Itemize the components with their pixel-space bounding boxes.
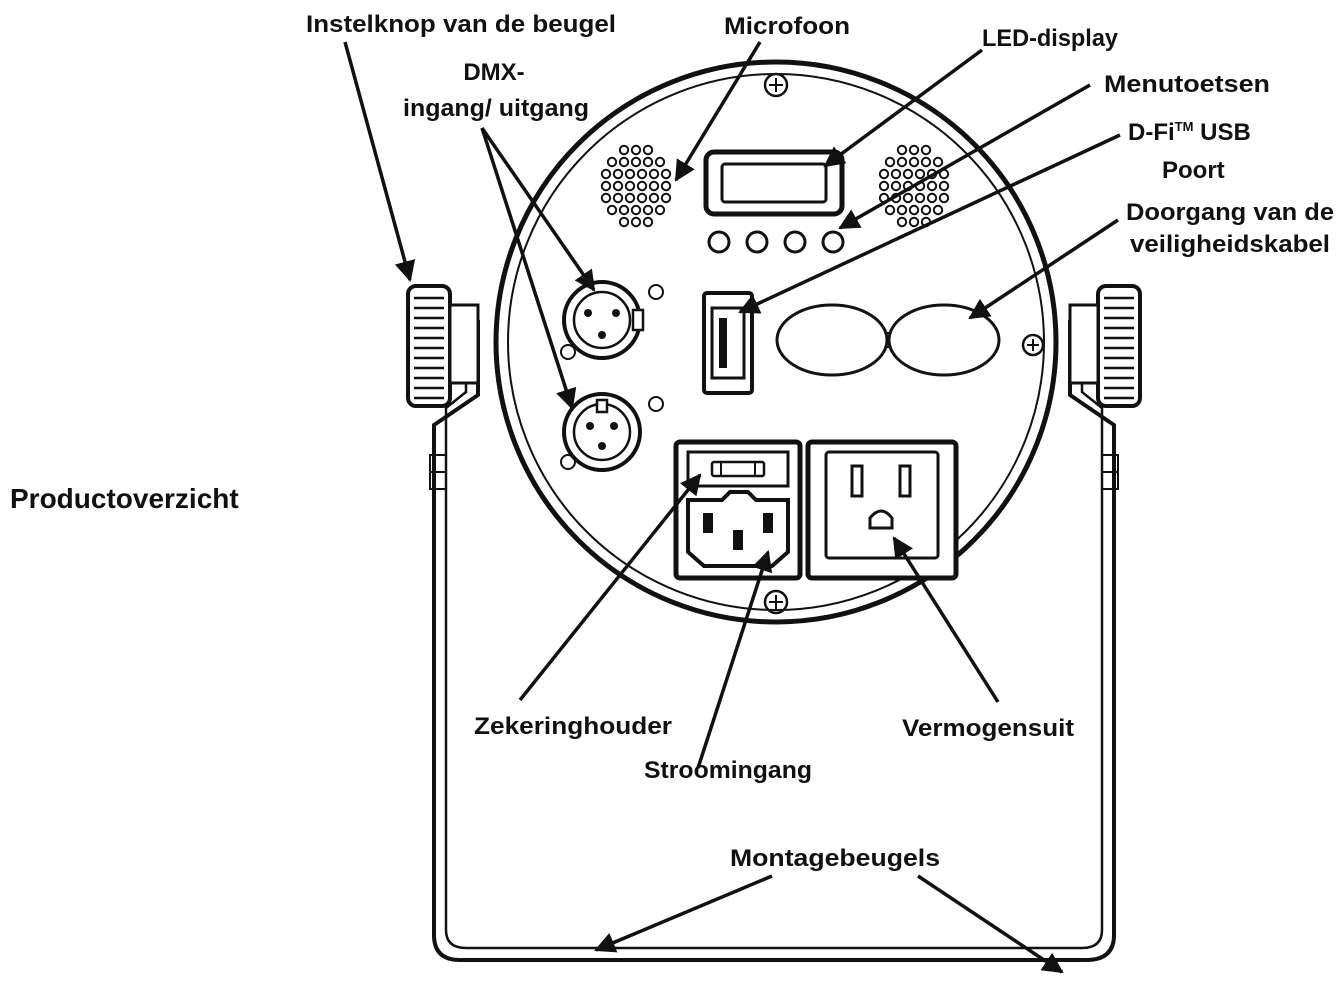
grille-hole <box>896 204 908 216</box>
grille-hole <box>902 192 914 204</box>
grille-hole <box>932 156 944 168</box>
grille-hole <box>618 156 630 168</box>
grille-hole <box>630 156 642 168</box>
grille-hole <box>624 180 636 192</box>
grille-hole <box>612 180 624 192</box>
grille-hole <box>920 204 932 216</box>
grille-hole <box>642 156 654 168</box>
grille-hole <box>920 156 932 168</box>
microphone-grille-icon <box>600 144 672 228</box>
grille-hole <box>890 168 902 180</box>
grille-hole <box>636 192 648 204</box>
grille-hole <box>932 204 944 216</box>
menu-buttons <box>707 230 845 254</box>
screw-icon-top <box>763 72 789 98</box>
grille-hole <box>630 216 642 228</box>
usb-port <box>702 291 754 395</box>
mounting-bracket <box>429 320 1119 962</box>
grille-hole <box>660 168 672 180</box>
label-safety-line1: Doorgang van de <box>1126 199 1334 226</box>
power-inlet-fuse-module <box>673 439 803 581</box>
grille-hole <box>878 168 890 180</box>
leader-lines <box>343 41 1121 974</box>
grille-hole <box>908 144 920 156</box>
grille-hole <box>618 216 630 228</box>
dmx-input-connector <box>560 280 664 360</box>
grille-hole <box>654 204 666 216</box>
grille-hole <box>660 192 672 204</box>
grille-hole <box>902 168 914 180</box>
power-outlet <box>805 439 959 581</box>
label-adjust-knob: Instelknop van de beugel <box>306 11 616 38</box>
label-fuse-holder: Zekeringhouder <box>474 713 672 740</box>
grille-hole <box>908 204 920 216</box>
grille-hole <box>908 156 920 168</box>
grille-hole <box>884 204 896 216</box>
grille-hole <box>624 192 636 204</box>
grille-hole <box>642 216 654 228</box>
grille-hole <box>642 144 654 156</box>
screw-icon-bottom <box>763 589 789 615</box>
grille-hole <box>636 168 648 180</box>
label-power-in: Stroomingang <box>644 757 812 784</box>
grille-hole <box>914 192 926 204</box>
label-brackets: Montagebeugels <box>730 845 940 872</box>
grille-hole <box>642 204 654 216</box>
grille-hole <box>896 216 908 228</box>
grille-hole <box>618 204 630 216</box>
grille-hole <box>660 180 672 192</box>
grille-hole <box>884 156 896 168</box>
grille-hole <box>600 192 612 204</box>
grille-hole <box>606 204 618 216</box>
label-power-out: Vermogensuit <box>902 715 1074 742</box>
grille-hole <box>908 216 920 228</box>
led-display <box>703 149 845 217</box>
screw-icon-right <box>1021 333 1045 357</box>
safety-cable-passage <box>775 303 1001 377</box>
label-usb-tm: TM <box>1175 119 1194 134</box>
grille-hole <box>606 156 618 168</box>
grille-hole <box>938 180 950 192</box>
grille-hole <box>654 156 666 168</box>
label-usb-prefix: D-Fi <box>1128 119 1175 146</box>
grille-hole <box>648 168 660 180</box>
left-adjust-knob <box>406 284 480 408</box>
label-usb-suffix: USB <box>1193 119 1250 146</box>
grille-hole <box>896 144 908 156</box>
label-microphone: Microfoon <box>724 13 850 40</box>
dmx-output-connector <box>560 392 664 472</box>
grille-hole <box>612 168 624 180</box>
label-led-display: LED-display <box>982 25 1119 52</box>
grille-hole <box>600 180 612 192</box>
grille-hole <box>926 192 938 204</box>
grille-hole <box>896 156 908 168</box>
label-menu-buttons: Menutoetsen <box>1104 71 1270 98</box>
grille-hole <box>612 192 624 204</box>
grille-hole <box>920 144 932 156</box>
label-usb-line1: D-FiTM USB <box>1128 119 1251 146</box>
grille-hole <box>630 144 642 156</box>
label-dmx-line1: DMX- <box>463 59 524 86</box>
page-title: Productoverzicht <box>10 483 239 514</box>
grille-hole <box>618 144 630 156</box>
right-adjust-knob <box>1068 284 1142 408</box>
label-safety-line2: veiligheidskabel <box>1130 231 1330 258</box>
grille-hole <box>914 168 926 180</box>
grille-hole <box>890 180 902 192</box>
grille-hole <box>600 168 612 180</box>
grille-hole <box>648 192 660 204</box>
grille-hole <box>630 204 642 216</box>
label-usb-line2: Poort <box>1162 157 1225 184</box>
grille-hole <box>938 192 950 204</box>
grille-hole <box>878 180 890 192</box>
grille-hole <box>926 180 938 192</box>
label-dmx-line2: ingang/ uitgang <box>403 95 589 122</box>
grille-hole <box>624 168 636 180</box>
grille-hole <box>648 180 660 192</box>
grille-hole <box>636 180 648 192</box>
